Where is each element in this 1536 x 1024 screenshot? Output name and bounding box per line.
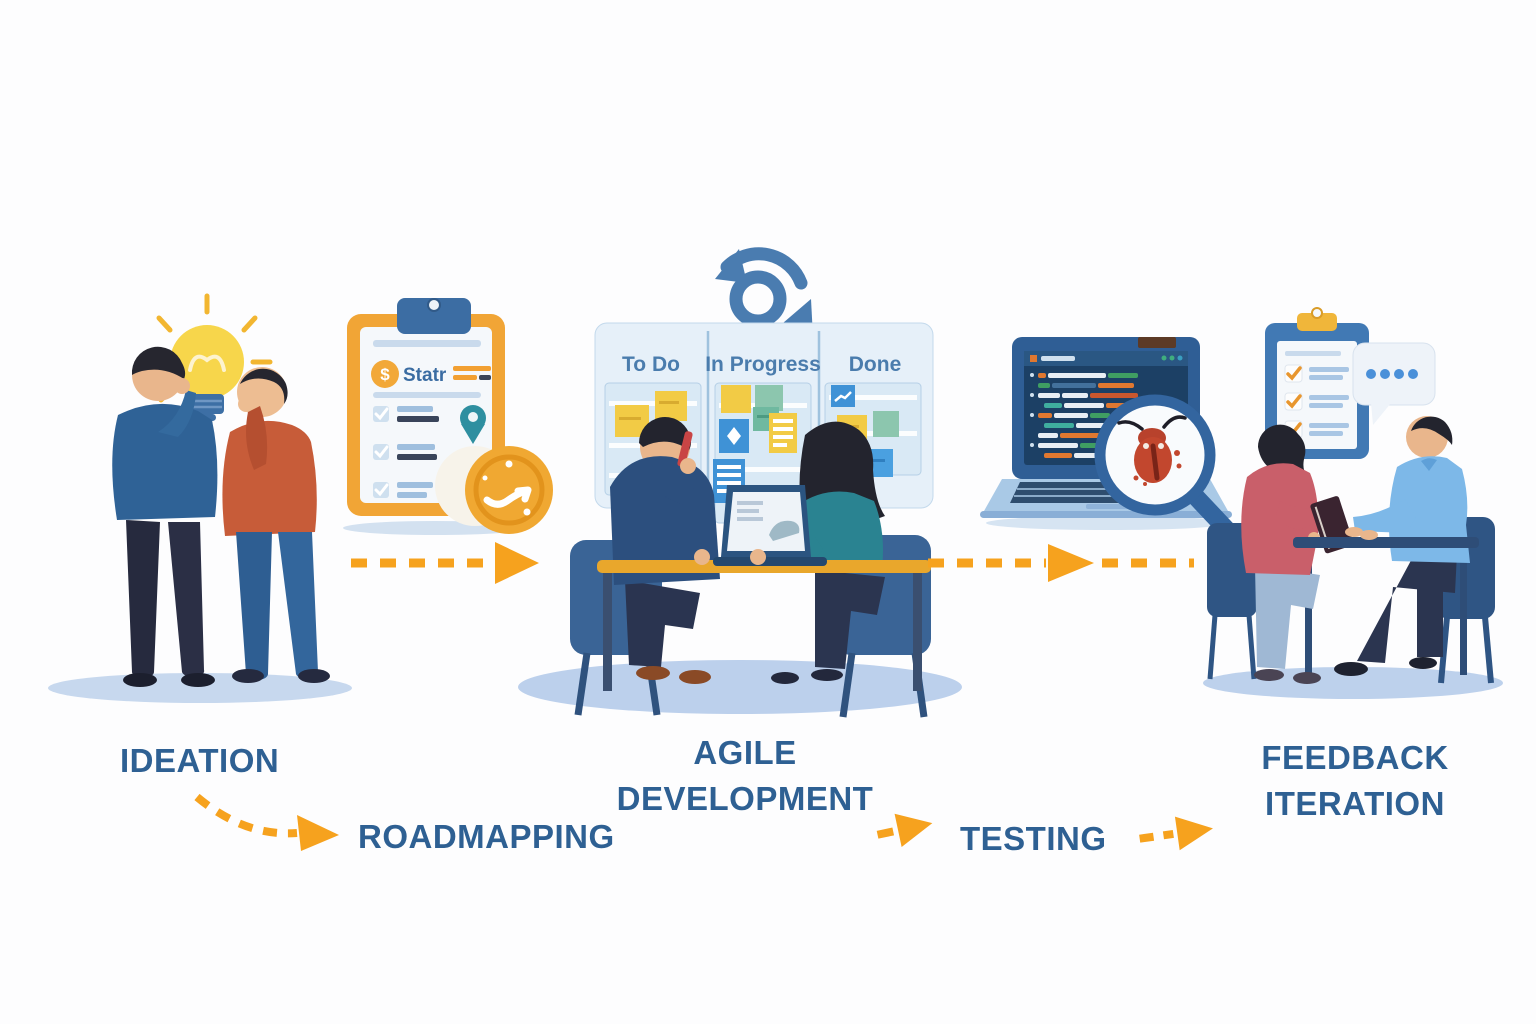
dollar-symbol: $ bbox=[380, 365, 390, 384]
sticky-note bbox=[721, 385, 751, 413]
sticky-note bbox=[755, 385, 783, 411]
bug-icon bbox=[1117, 415, 1187, 486]
feedback-clipboard-icon bbox=[1265, 307, 1369, 459]
scene-testing bbox=[980, 325, 1260, 570]
pen bbox=[677, 431, 693, 467]
sticky-note bbox=[655, 391, 687, 421]
stage-label-line: AGILE bbox=[693, 734, 797, 771]
dashed-arrow-icon bbox=[876, 813, 933, 848]
kanban-column-todo: To Do bbox=[622, 353, 680, 376]
testing-illustration bbox=[980, 337, 1237, 540]
dollar-icon: $ bbox=[371, 360, 399, 388]
clipboard-title: Statr bbox=[403, 365, 447, 386]
trackpad bbox=[1086, 504, 1132, 509]
scene-agile-development: To Do In Progress Done bbox=[515, 235, 985, 740]
person-pink-top bbox=[1241, 424, 1354, 684]
flow-arrow-2 bbox=[928, 538, 1198, 593]
stage-label-line: ITERATION bbox=[1265, 784, 1445, 822]
chart-card bbox=[831, 385, 855, 407]
ideation-illustration bbox=[48, 293, 352, 703]
stage-label-line: FEEDBACK bbox=[1261, 739, 1449, 776]
label-arrow-2 bbox=[872, 798, 947, 855]
stage-label-line: DEVELOPMENT bbox=[616, 779, 874, 817]
scene-feedback bbox=[1185, 285, 1515, 720]
feedback-illustration bbox=[1203, 307, 1503, 699]
meeting-scene bbox=[518, 417, 962, 718]
scene-ideation bbox=[40, 280, 370, 715]
agile-illustration: To Do In Progress Done bbox=[518, 247, 962, 718]
feedback-checklist bbox=[1284, 364, 1349, 439]
location-pin-icon bbox=[460, 405, 486, 444]
speech-bubble-icon bbox=[1352, 342, 1436, 425]
table bbox=[597, 560, 931, 573]
arms-on-table bbox=[1345, 499, 1416, 540]
task-card bbox=[719, 419, 749, 453]
person-blue-suit bbox=[112, 346, 218, 687]
kanban-column-inprogress: In Progress bbox=[705, 353, 821, 376]
scene-roadmapping: $ Statr bbox=[335, 288, 565, 543]
person-dark-suit bbox=[610, 417, 720, 684]
task-card bbox=[769, 413, 797, 453]
dashed-arrow-icon bbox=[351, 542, 539, 584]
table bbox=[1293, 537, 1479, 548]
roadmap-clipboard-illustration: $ Statr bbox=[343, 298, 553, 535]
sticky-note bbox=[873, 411, 899, 437]
label-arrow-1 bbox=[185, 785, 355, 860]
stage-label-roadmapping: ROADMAPPING bbox=[358, 818, 615, 855]
stage-label-ideation: IDEATION bbox=[120, 742, 280, 779]
coin-icon bbox=[435, 446, 553, 534]
label-arrow-3 bbox=[1135, 805, 1225, 862]
stage-label-feedback-iteration: FEEDBACK ITERATION bbox=[1230, 735, 1480, 826]
checklist bbox=[373, 406, 439, 498]
person-orange-sweater bbox=[222, 367, 330, 683]
flow-arrow-1 bbox=[345, 538, 545, 593]
dashed-arrow-icon bbox=[928, 544, 1194, 582]
dashed-arrow-icon bbox=[1139, 816, 1213, 851]
kanban-column-done: Done bbox=[849, 353, 902, 376]
stage-label-agile-development: AGILE DEVELOPMENT bbox=[600, 730, 890, 821]
laptop-icon bbox=[713, 485, 827, 566]
person-blue-shirt bbox=[1334, 416, 1470, 676]
ground-shadow bbox=[986, 516, 1230, 530]
curved-dashed-arrow-icon bbox=[194, 793, 339, 851]
stage-label-testing: TESTING bbox=[960, 820, 1107, 857]
